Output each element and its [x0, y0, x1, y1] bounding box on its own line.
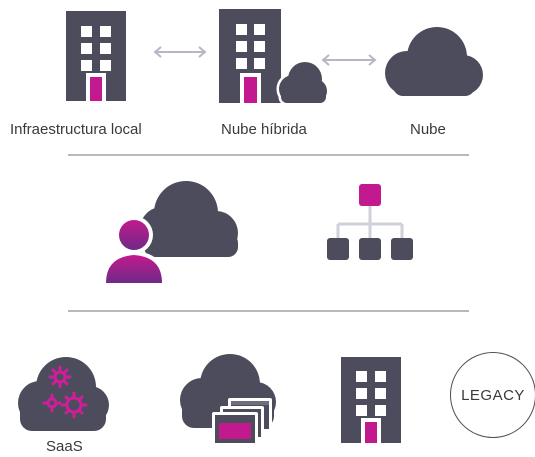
label-cloud: Nube [410, 121, 446, 138]
building-icon [341, 357, 401, 443]
org-hierarchy-icon [327, 184, 413, 260]
user-cloud-icon [104, 181, 238, 283]
building-icon [66, 11, 126, 101]
bidirectional-arrow-icon [153, 46, 207, 58]
bidirectional-arrow-icon [321, 54, 377, 66]
label-hybrid-cloud: Nube híbrida [221, 121, 307, 138]
building-with-cloud-icon [219, 9, 330, 105]
label-local-infrastructure: Infraestructura local [10, 121, 142, 138]
legacy-circle: LEGACY [450, 352, 535, 438]
divider-top [68, 154, 469, 156]
divider-bottom [68, 310, 469, 312]
cloud-windows-icon [180, 354, 276, 446]
label-saas: SaaS [46, 438, 83, 455]
cloud-gears-icon [18, 357, 109, 431]
label-legacy: LEGACY [461, 386, 525, 404]
cloud-icon [385, 27, 483, 96]
